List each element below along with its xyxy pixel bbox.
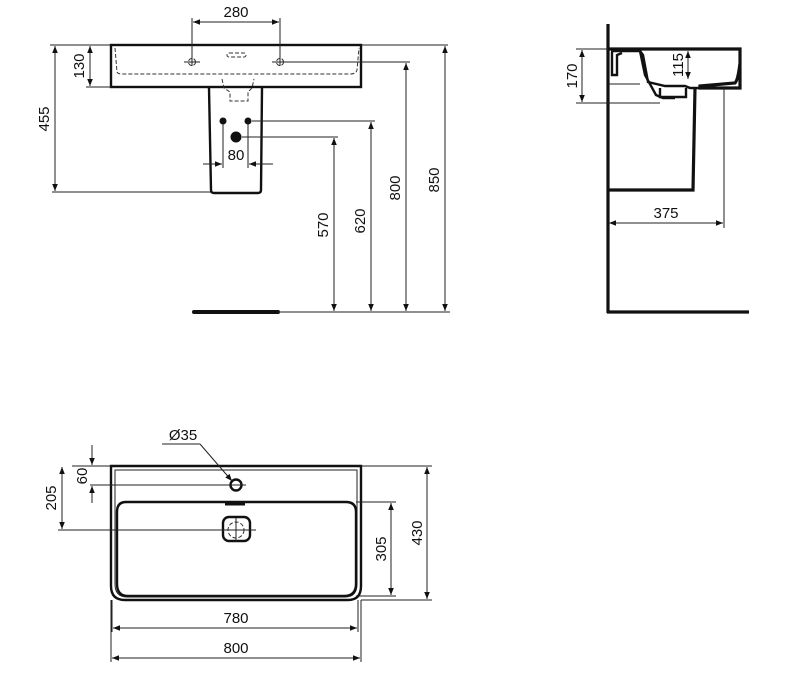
bowl-plan-outline [115, 500, 358, 598]
dim-bowl-depth-plan: 305 [373, 536, 390, 561]
overflow-slot [226, 52, 247, 58]
plan-view: Ø35 60 205 305 430 780 800 [43, 427, 432, 662]
dim-waste-height: 570 [315, 212, 332, 237]
semi-pedestal [207, 87, 264, 195]
basin-side-profile [608, 47, 742, 90]
supply-right-dot [244, 117, 252, 125]
dim-rim-height: 850 [426, 167, 443, 192]
dim-tap-spacing: 280 [223, 4, 248, 21]
pedestal-side [609, 87, 697, 192]
dim-bowl-width: 780 [223, 610, 248, 627]
dim-pedestal-drop: 455 [36, 106, 53, 131]
dim-bowl-depth: 115 [670, 53, 687, 77]
supply-left-dot [219, 117, 227, 125]
bowl-hidden-line [114, 47, 360, 75]
dim-tap-offset: 60 [74, 468, 91, 485]
basin-front-outline [109, 43, 363, 89]
basin-plan-outline [109, 464, 363, 602]
front-view: 280 130 455 80 570 620 800 850 [36, 4, 450, 314]
dim-supply-height: 620 [352, 208, 369, 233]
trap-hidden [221, 78, 255, 102]
dim-projection: 375 [653, 205, 678, 222]
dim-overall-depth: 430 [409, 520, 426, 545]
dim-supply-spacing: 80 [228, 147, 245, 164]
dim-basin-height: 130 [71, 53, 88, 78]
dim-overall-width: 800 [223, 640, 248, 657]
side-view: 170 115 375 [564, 24, 749, 314]
waste-dot [230, 131, 242, 143]
dim-waste-offset: 205 [43, 485, 60, 510]
dim-tap-hole-height: 800 [387, 175, 404, 200]
dim-side-profile: 170 [564, 63, 581, 88]
dim-tap-hole-diameter: Ø35 [169, 427, 197, 444]
